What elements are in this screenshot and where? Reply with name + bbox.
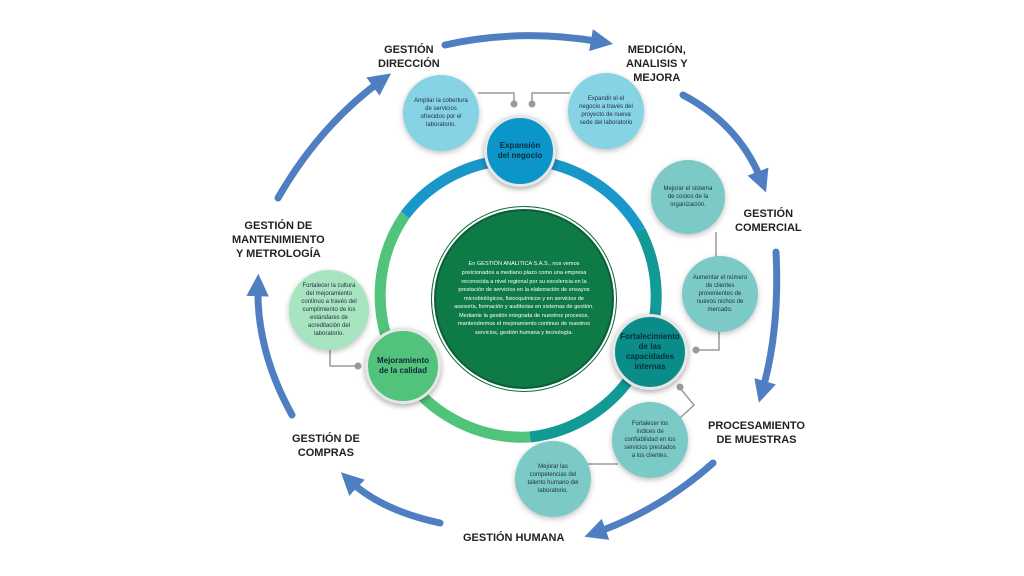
hub-expansion-negocio: Expansión del negocio [484,115,556,187]
connector-dot [692,346,700,354]
arrow-direccion-medicion [441,29,614,52]
bubble-ampliar-cobertura: Ampliar la cobertura de servicios ofreci… [403,75,479,151]
vision-statement-text: En GESTIÓN ANALITICA S.A.S., nos vemos p… [454,261,594,337]
connector-dot [354,362,362,370]
label-gestion-mantenimiento-metrologia: GESTIÓN DE MANTENIMIENTO Y METROLOGÍA [232,220,325,260]
arrow-procesamiento-humana [584,459,717,540]
bubble-mejorar-competencias: Mejorar las competencias del talento hum… [515,441,591,517]
connector-expandir [531,92,570,103]
bubble-cultura-text: Fortalecer la cultura del mejoramiento c… [301,283,357,337]
vision-statement-circle: En GESTIÓN ANALITICA S.A.S., nos vemos p… [434,209,614,389]
bubble-costos-text: Mejorar el sistema de costos de la organ… [663,186,713,208]
hub-fortalecimiento-label: Fortalecimiento de las capacidades inter… [620,332,680,371]
bubble-fortalecer-confiabilidad: Fortalecer los índices de confiabilidad … [612,402,688,478]
connector-dot [528,100,536,108]
bubble-expandir-text: Expandir el el negocio a través del proy… [579,96,633,126]
hub-mejoramiento-calidad: Mejoramiento de la calidad [365,328,441,404]
arrow-medicion-comercial [679,91,769,193]
hub-mejoramiento-label: Mejoramiento de la calidad [376,356,429,375]
arrow-mantenimiento-direccion [274,73,392,202]
arrow-humana-compras [340,472,444,527]
label-gestion-comercial: GESTIÓN COMERCIAL [735,208,802,234]
hub-expansion-label: Expansión del negocio [497,141,543,160]
label-medicion-analisis-mejora: MEDICIÓN, ANALISIS Y MEJORA [626,44,688,84]
label-procesamiento-muestras: PROCESAMIENTO DE MUESTRAS [708,420,805,446]
arrow-compras-mantenimiento [246,273,296,419]
bubble-fortalecer-cultura: Fortalecer la cultura del mejoramiento c… [289,270,369,350]
connector-dot [676,383,684,391]
connector-dot [510,100,518,108]
arrow-comercial-procesamiento [754,248,781,403]
bubble-ampliar-text: Ampliar la cobertura de servicios ofreci… [414,98,468,128]
label-gestion-direccion: GESTIÓN DIRECCIÓN [378,44,440,70]
bubble-competencias-text: Mejorar las competencias del talento hum… [527,464,579,494]
bubble-confiabilidad-text: Fortalecer los índices de confiabilidad … [624,421,676,459]
bubble-aumentar-clientes: Aumentar el número de clientes provenien… [682,256,758,332]
label-gestion-humana: GESTIÓN HUMANA [463,532,565,544]
bubble-expandir-negocio: Expandir el el negocio a través del proy… [568,73,644,149]
bubble-mejorar-costos: Mejorar el sistema de costos de la organ… [651,160,725,234]
hub-fortalecimiento-capacidades: Fortalecimiento de las capacidades inter… [612,314,688,390]
connector-cultura [329,344,358,367]
connector-ampliar [478,92,515,103]
bubble-clientes-text: Aumentar el número de clientes provenien… [692,275,748,313]
label-gestion-compras: GESTIÓN DE COMPRAS [292,433,360,459]
connector-confiabilidad [679,387,696,419]
